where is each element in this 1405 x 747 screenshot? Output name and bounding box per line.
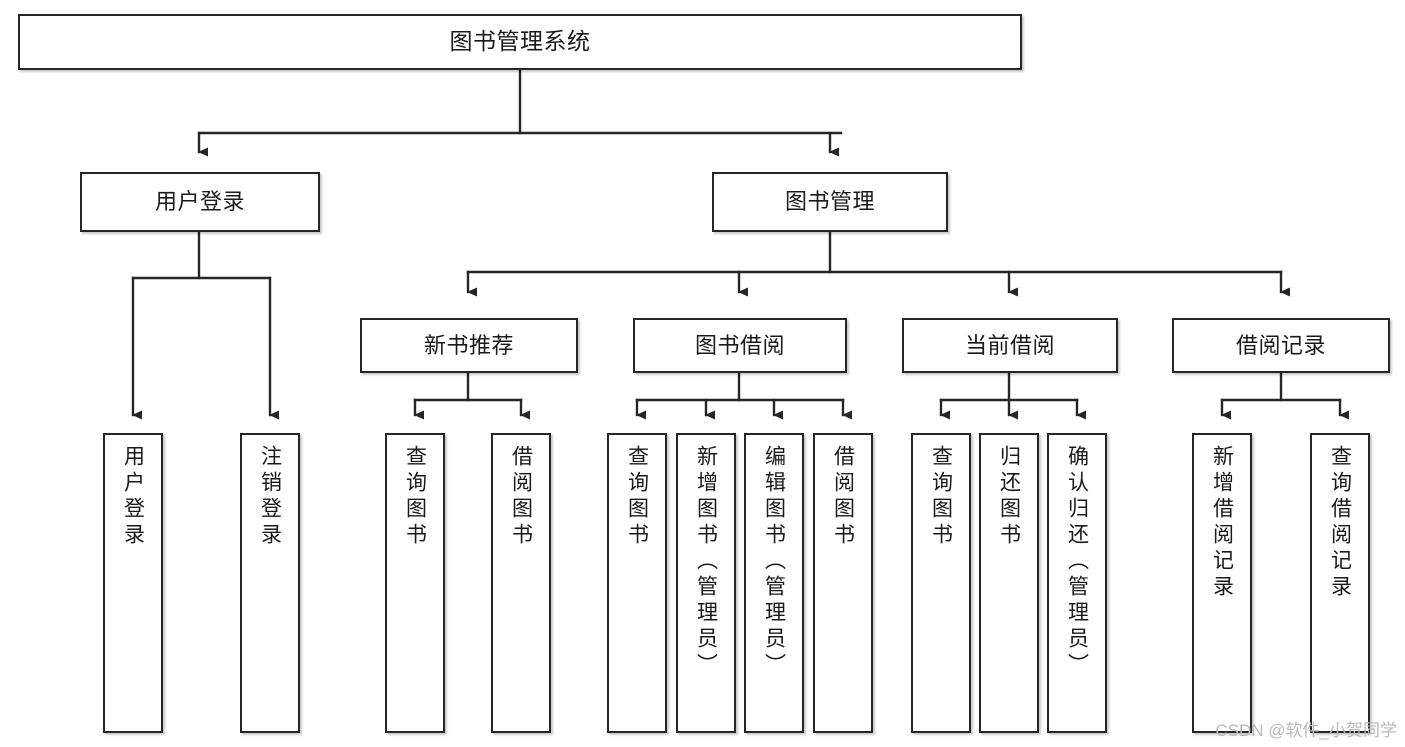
node-borrow-record[interactable]: 借阅记录 <box>1172 318 1390 373</box>
node-book-manage-label: 图书管理 <box>784 189 875 215</box>
node-leaf-query-book-3[interactable]: 查询图书 <box>911 433 971 733</box>
node-book-borrow-label: 图书借阅 <box>694 332 785 358</box>
node-leaf-return-book[interactable]: 归还图书 <box>979 433 1039 733</box>
watermark-text: CSDN @软件_小贺同学 <box>1215 721 1397 740</box>
node-leaf-logout-login[interactable]: 注销登录 <box>240 433 300 733</box>
node-leaf-borrow-book-1-label: 借阅图书 <box>509 445 533 549</box>
node-leaf-query-book-3-label: 查询图书 <box>929 445 953 549</box>
node-leaf-edit-book-label: 编辑图书（管理员） <box>762 445 786 679</box>
node-leaf-borrow-book-2-label: 借阅图书 <box>831 445 855 549</box>
node-leaf-confirm-return-label: 确认归还（管理员） <box>1065 445 1089 679</box>
node-leaf-edit-book[interactable]: 编辑图书（管理员） <box>744 433 804 733</box>
node-new-book-recommend[interactable]: 新书推荐 <box>360 318 578 373</box>
node-user-login-label: 用户登录 <box>154 189 245 215</box>
node-leaf-logout-login-label: 注销登录 <box>258 445 282 549</box>
node-leaf-add-record[interactable]: 新增借阅记录 <box>1192 433 1252 733</box>
node-leaf-user-login-label: 用户登录 <box>121 445 145 549</box>
node-leaf-query-record[interactable]: 查询借阅记录 <box>1310 433 1370 733</box>
node-leaf-query-book-2[interactable]: 查询图书 <box>607 433 667 733</box>
node-current-borrow-label: 当前借阅 <box>964 332 1055 358</box>
node-new-book-recommend-label: 新书推荐 <box>423 332 514 358</box>
node-leaf-query-book-1-label: 查询图书 <box>403 445 427 549</box>
node-root-label: 图书管理系统 <box>449 28 591 55</box>
node-root[interactable]: 图书管理系统 <box>18 14 1022 70</box>
node-user-login[interactable]: 用户登录 <box>80 172 320 232</box>
node-leaf-add-record-label: 新增借阅记录 <box>1210 445 1234 601</box>
node-leaf-borrow-book-2[interactable]: 借阅图书 <box>813 433 873 733</box>
node-leaf-confirm-return[interactable]: 确认归还（管理员） <box>1047 433 1107 733</box>
node-leaf-add-book-label: 新增图书（管理员） <box>694 445 718 679</box>
node-book-manage[interactable]: 图书管理 <box>712 172 948 232</box>
node-current-borrow[interactable]: 当前借阅 <box>902 318 1118 373</box>
node-leaf-query-book-1[interactable]: 查询图书 <box>385 433 445 733</box>
node-leaf-borrow-book-1[interactable]: 借阅图书 <box>491 433 551 733</box>
node-leaf-query-book-2-label: 查询图书 <box>625 445 649 549</box>
node-leaf-add-book[interactable]: 新增图书（管理员） <box>676 433 736 733</box>
node-leaf-return-book-label: 归还图书 <box>997 445 1021 549</box>
node-leaf-query-record-label: 查询借阅记录 <box>1328 445 1352 601</box>
node-borrow-record-label: 借阅记录 <box>1235 332 1326 358</box>
node-book-borrow[interactable]: 图书借阅 <box>633 318 847 373</box>
node-leaf-user-login[interactable]: 用户登录 <box>103 433 163 733</box>
